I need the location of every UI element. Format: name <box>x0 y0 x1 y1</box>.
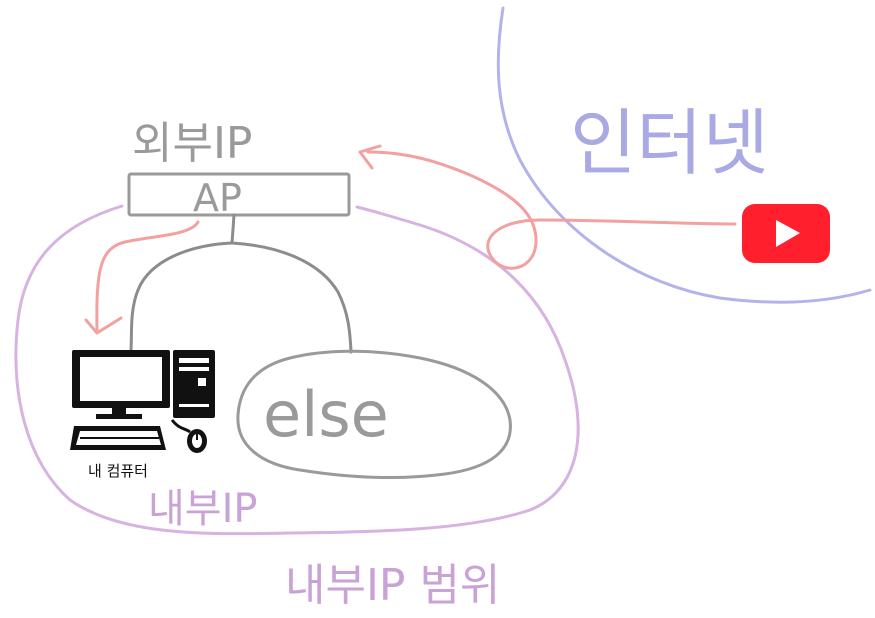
ap-box <box>127 172 351 217</box>
internal-ip-range-label: 내부IP 범위 <box>285 560 500 611</box>
arrow-head-to-computer <box>84 316 123 335</box>
internet-boundary <box>496 6 872 304</box>
external-ip-label: 외부IP <box>132 118 252 169</box>
my-computer-label: 내 컴퓨터 <box>88 462 148 480</box>
else-cloud <box>236 349 512 479</box>
ap-label: AP <box>193 176 242 220</box>
internal-ip-label: 내부IP <box>148 486 258 532</box>
link-to-else <box>230 241 353 354</box>
youtube-play-icon <box>742 204 830 263</box>
desktop-computer-icon <box>70 350 215 453</box>
internal-ip-range-boundary <box>14 204 580 536</box>
link-to-computer <box>129 241 234 352</box>
link-ap-trunk <box>230 213 236 245</box>
arrow-head-to-ap <box>358 144 382 170</box>
else-label: else <box>263 378 389 451</box>
internet-label: 인터넷 <box>570 101 769 185</box>
traffic-path-incoming <box>366 150 737 270</box>
traffic-path-to-computer <box>95 220 200 332</box>
